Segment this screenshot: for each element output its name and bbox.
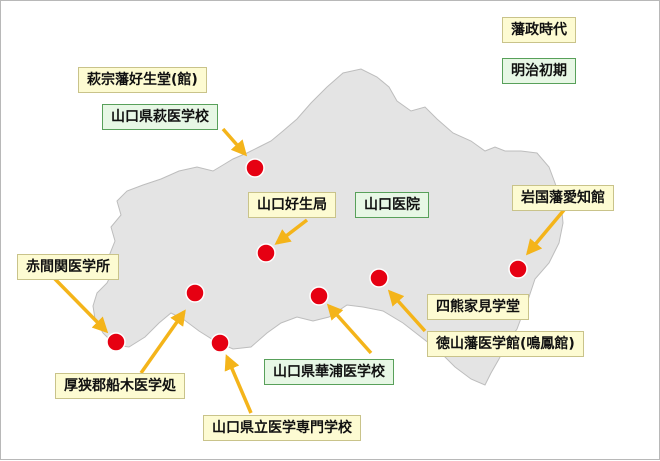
marker-hagi[interactable] xyxy=(245,158,265,178)
label-yamaguchi-kaura: 山口県華浦医学校 xyxy=(264,359,394,385)
arrow-hagi xyxy=(221,127,248,157)
marker-ube[interactable] xyxy=(210,333,230,353)
arrow-kaura xyxy=(326,303,373,355)
arrow-funaki xyxy=(139,309,186,375)
marker-mitajiri[interactable] xyxy=(309,286,329,306)
arrow-group xyxy=(51,127,566,414)
legend-han-era: 藩政時代 xyxy=(502,17,576,43)
label-yamaguchi-hospital: 山口医院 xyxy=(355,192,429,218)
label-kyosa-funaki: 厚狭郡船木医学処 xyxy=(55,373,185,399)
marker-group xyxy=(106,158,528,353)
marker-funaki[interactable] xyxy=(185,283,205,303)
label-iwakuni-aichikan: 岩国藩愛知館 xyxy=(512,185,614,211)
marker-iwakuni[interactable] xyxy=(508,259,528,279)
label-yamaguchi-ritsu: 山口県立医学専門学校 xyxy=(203,415,361,441)
label-akamagaseki: 赤間関医学所 xyxy=(17,254,119,280)
label-tokuyama-meirokan: 徳山藩医学館(鳴鳳館) xyxy=(427,331,584,357)
arrow-yamaguchi xyxy=(274,218,309,245)
label-yamaguchi-hagi-school: 山口県萩医学校 xyxy=(102,104,218,130)
arrow-tokuyama xyxy=(387,289,427,333)
label-shiguma-kakengaku: 四熊家見学堂 xyxy=(427,294,529,320)
legend-meiji-era: 明治初期 xyxy=(502,58,576,84)
label-hagi-koseido: 萩宗藩好生堂(館) xyxy=(78,67,207,93)
label-yamaguchi-koseikyoku: 山口好生局 xyxy=(248,192,336,218)
arrow-akamagaseki xyxy=(51,275,109,334)
arrow-iwakuni xyxy=(525,208,566,256)
marker-tokuyama[interactable] xyxy=(369,268,389,288)
marker-shimonoseki[interactable] xyxy=(106,332,126,352)
marker-yamaguchi[interactable] xyxy=(256,243,276,263)
arrow-ritsu xyxy=(224,354,253,414)
